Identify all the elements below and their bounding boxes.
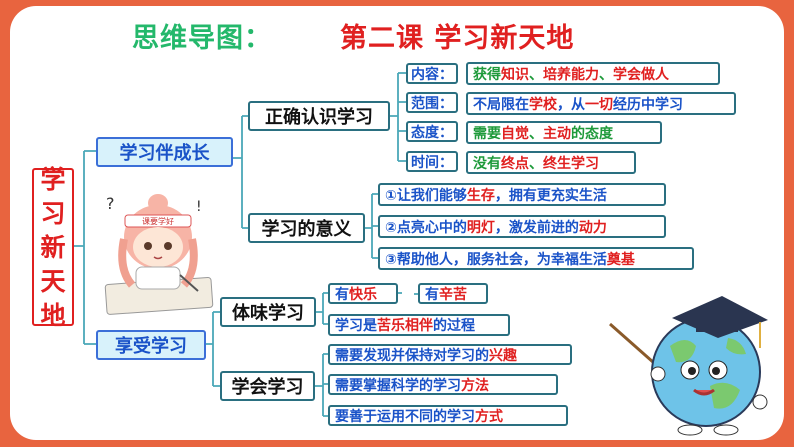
text-segment: 、 — [529, 155, 543, 172]
text-segment: 快乐 — [349, 286, 377, 303]
text-segment: 不局限在 — [473, 96, 529, 113]
text-segment: 学会做人 — [613, 66, 669, 83]
text-segment: ，从 — [557, 96, 585, 113]
text-segment: 需要 — [473, 125, 501, 142]
tag-time: 时间： — [406, 151, 458, 172]
text-segment: 、 — [529, 125, 543, 142]
text-segment: 培养能力 — [543, 66, 599, 83]
root-char: 新 — [40, 233, 66, 262]
text-segment: 的态度 — [571, 125, 613, 142]
text-segment: 的过程 — [433, 318, 475, 334]
leaf-meaning-3: ③帮助他人，服务社会，为幸福生活奠基 — [378, 247, 694, 270]
svg-text:?: ? — [106, 194, 115, 213]
text-segment: 没有 — [473, 155, 501, 172]
text-segment: 需要发现并保持对学习的 — [335, 347, 489, 364]
root-char: 地 — [40, 301, 66, 330]
leaf-interest: 需要发现并保持对学习的兴趣 — [328, 344, 572, 365]
tag-attitude: 态度： — [406, 121, 458, 142]
text-segment: 有 — [425, 286, 439, 303]
text-segment: 、 — [529, 66, 543, 83]
slide-canvas: 思维导图： 第二课 学习新天地 学习新天地 学习伴成长 享受学习 正确认识学习 … — [10, 6, 784, 440]
text-segment: 奠基 — [606, 251, 635, 268]
text-segment: 学习是 — [335, 318, 377, 334]
text-segment: 方法 — [461, 377, 489, 394]
text-segment: ②点亮心中的 — [385, 219, 467, 236]
leaf-hardship: 有辛苦 — [418, 283, 488, 304]
leaf-meaning-1: ①让我们能够生存，拥有更充实生活 — [378, 183, 666, 206]
text-segment: 一切 — [585, 96, 613, 113]
text-segment: 要善于运用不同的学习 — [335, 408, 475, 425]
leaf-method: 需要掌握科学的学习方法 — [328, 374, 558, 395]
leaf-scope: 不局限在学校，从一切经历中学习 — [466, 92, 736, 115]
connector-lines — [74, 72, 418, 417]
text-segment: 知识 — [501, 66, 529, 83]
mind-map-label: 思维导图： — [132, 23, 272, 54]
leaf-content: 获得知识、培养能力、学会做人 — [466, 62, 720, 85]
svg-text:!: ! — [196, 199, 202, 215]
text-segment: 获得 — [473, 66, 501, 83]
root-char: 习 — [40, 199, 66, 228]
text-segment: 苦乐相伴 — [377, 318, 433, 334]
leaf-meaning-2: ②点亮心中的明灯，激发前进的动力 — [378, 215, 666, 238]
text-segment: 辛苦 — [439, 286, 467, 303]
node-understand-learning: 正确认识学习 — [248, 101, 390, 131]
tag-scope: 范围： — [406, 92, 458, 113]
branch-learning-grows: 学习伴成长 — [96, 137, 233, 167]
text-segment: ，激发前进的 — [494, 219, 579, 236]
root-char: 学 — [40, 165, 66, 194]
tag-content: 内容： — [406, 63, 458, 84]
node-meaning-of-learning: 学习的意义 — [248, 213, 365, 243]
text-segment: 自觉 — [501, 125, 529, 142]
root-char: 天 — [40, 267, 66, 296]
leaf-happy: 有快乐 — [328, 283, 398, 304]
text-segment: ①让我们能够 — [385, 187, 467, 204]
text-segment: 终生学习 — [543, 155, 599, 172]
leaf-time: 没有终点、终生学习 — [466, 151, 636, 174]
globe-teacher-illustration — [609, 296, 768, 436]
headband-text: 课要学好 — [142, 216, 174, 226]
text-segment: 需要掌握科学的学习 — [335, 377, 461, 394]
text-segment: 终点 — [501, 155, 529, 172]
leaf-attitude: 需要自觉、主动的态度 — [466, 121, 662, 144]
text-segment: 、 — [599, 66, 613, 83]
student-illustration: 课要学好 ? ! — [104, 194, 214, 315]
text-segment: 有 — [335, 286, 349, 303]
node-experience-learning: 体味学习 — [220, 297, 316, 327]
leaf-bitter-sweet: 学习是苦乐相伴的过程 — [328, 314, 510, 336]
leaf-style: 要善于运用不同的学习方式 — [328, 405, 568, 426]
text-segment: 经历中学习 — [613, 96, 683, 113]
text-segment: 兴趣 — [489, 347, 517, 364]
text-segment: ，拥有更充实生活 — [494, 187, 607, 204]
text-segment: ③帮助他人，服务社会，为幸福生活 — [385, 251, 607, 268]
text-segment: 动力 — [578, 219, 607, 236]
text-segment: 方式 — [475, 408, 503, 425]
text-segment: 主动 — [543, 125, 571, 142]
text-segment: 生存 — [466, 187, 495, 204]
text-segment: 学校 — [529, 96, 557, 113]
root-node: 学习新天地 — [32, 165, 74, 330]
text-segment: 明灯 — [466, 219, 495, 236]
node-learn-to-learn: 学会学习 — [220, 371, 315, 401]
branch-enjoy-learning: 享受学习 — [96, 330, 206, 360]
lesson-title: 第二课 学习新天地 — [340, 23, 575, 54]
